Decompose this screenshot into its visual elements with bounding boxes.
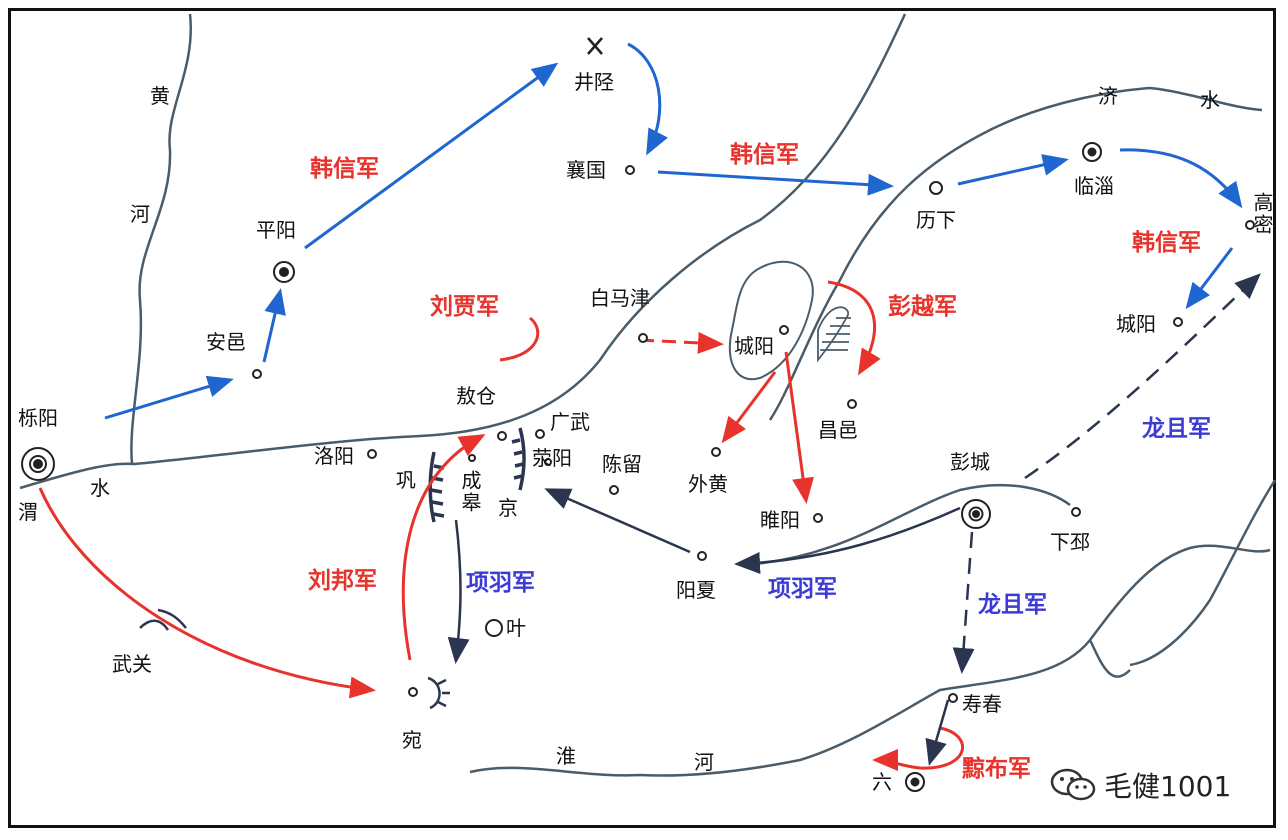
- arrow-qingbu: [872, 726, 965, 772]
- jingxing-cross: [587, 37, 603, 55]
- wan-fort: [427, 676, 450, 710]
- place-changyi: 昌邑: [818, 418, 858, 442]
- place-pingyang: 平阳: [256, 218, 296, 242]
- army-liujia: 刘贾军: [430, 294, 499, 320]
- place-lixia: 历下: [916, 208, 956, 232]
- army-xiangyu-2: 项羽军: [768, 576, 837, 602]
- liujia-crossing: [499, 316, 540, 362]
- place-baimajin: 白马津: [590, 286, 650, 310]
- lake: [728, 260, 814, 381]
- city-markers: [21, 142, 1255, 792]
- place-linzi: 临淄: [1074, 174, 1114, 198]
- red-arrows: [38, 280, 965, 772]
- arrow-shouchun-liu: [925, 699, 950, 766]
- arrow-longju-gaomi: [1024, 273, 1261, 480]
- yellow-river-upper: [130, 13, 193, 465]
- arrow-chengyang-suiyang: [784, 351, 814, 504]
- yellow-river-branch: [768, 86, 1263, 421]
- place-yangxia: 阳夏: [676, 578, 716, 602]
- arrow-gaomi-chengyang: [1185, 247, 1234, 310]
- map-frame: [8, 8, 1276, 828]
- place-wuguan: 武关: [112, 652, 152, 676]
- river-label-shui-west: 水: [90, 476, 110, 500]
- place-guangwu: 广武: [550, 410, 590, 434]
- arrow-pingyang-jingxing: [304, 62, 559, 250]
- river-label-huai: 淮: [556, 744, 576, 768]
- huai-north-bank: [1088, 639, 1131, 678]
- place-gaomi: 高密: [1250, 192, 1274, 236]
- place-chenliu: 陈留: [602, 452, 642, 476]
- east-coast: [1129, 479, 1277, 667]
- place-chengyang-east: 城阳: [1116, 312, 1156, 336]
- place-xiangguo: 襄国: [566, 158, 606, 182]
- river-label-wei: 渭: [18, 500, 38, 524]
- arrow-xiangguo-lixia: [657, 170, 894, 196]
- place-pengcheng: 彭城: [950, 450, 990, 474]
- army-longju-1: 龙且军: [1142, 416, 1211, 442]
- arrow-wei-wan: [38, 487, 376, 699]
- pengcheng-river: [739, 483, 1071, 567]
- arrow-yangxia-xingyang: [544, 488, 691, 554]
- arrow-yueyang-anyi: [104, 375, 234, 420]
- place-xiapi: 下邳: [1050, 530, 1090, 554]
- place-chengyang-mid: 城阳: [734, 334, 774, 358]
- place-shouchun: 寿春: [962, 692, 1002, 716]
- arrow-pengyue: [827, 280, 881, 376]
- army-liubang: 刘邦军: [308, 568, 377, 594]
- watermark: 毛健1001: [1050, 765, 1231, 805]
- watermark-text: 毛健1001: [1104, 770, 1232, 803]
- arrow-lixia-linzi: [957, 154, 1069, 186]
- place-yueyang: 栎阳: [18, 406, 58, 430]
- army-hanxin-2: 韩信军: [730, 142, 799, 168]
- arrow-pengcheng-yangxia: [734, 506, 961, 575]
- place-suiyang: 睢阳: [760, 508, 800, 532]
- arrow-longju-shouchun: [952, 531, 975, 674]
- arrow-liujia: [639, 331, 724, 354]
- place-jingxing: 井陉: [574, 70, 614, 94]
- place-ye: 叶: [506, 616, 526, 640]
- army-qingbu: 黥布军: [962, 756, 1031, 782]
- river-label-ji: 济: [1098, 84, 1118, 108]
- wuguan-pass: [139, 608, 187, 631]
- huai-river: [469, 544, 1271, 777]
- place-wan: 宛: [402, 728, 422, 752]
- army-hanxin-1: 韩信军: [310, 156, 379, 182]
- rivers: [19, 13, 1277, 777]
- dark-arrows: [447, 273, 1261, 766]
- place-waihuang: 外黄: [688, 472, 728, 496]
- place-luoyang: 洛阳: [314, 444, 354, 468]
- river-label-he: 河: [130, 202, 150, 226]
- place-jing: 京: [498, 496, 518, 520]
- arrow-xiangyu-wan: [447, 519, 470, 664]
- marsh: [817, 306, 851, 363]
- wechat-icon: [1050, 768, 1096, 801]
- arrow-linzi-gaomi: [1119, 148, 1243, 209]
- blue-arrows: [104, 42, 1243, 420]
- river-label-shui-east: 水: [1200, 88, 1220, 112]
- army-hanxin-3: 韩信军: [1132, 230, 1201, 256]
- arrow-anyi-pingyang: [262, 288, 286, 363]
- river-label-huai-he: 河: [694, 750, 714, 774]
- army-pengyue: 彭越军: [888, 294, 957, 320]
- place-aocang: 敖仓: [456, 384, 496, 408]
- fortifications: [428, 427, 526, 523]
- arrow-liubang: [401, 434, 486, 661]
- place-chenggao: 成皋: [458, 470, 482, 514]
- arrow-chengyang-waihuang: [721, 371, 777, 444]
- place-liu: 六: [872, 770, 892, 794]
- place-xingyang: 荥阳: [532, 446, 572, 470]
- place-gong: 巩: [396, 468, 416, 492]
- river-label-huang: 黄: [150, 84, 170, 108]
- arrow-jingxing-xiangguo: [627, 42, 668, 156]
- army-xiangyu-1: 项羽军: [466, 570, 535, 596]
- place-anyi: 安邑: [206, 330, 246, 354]
- army-longju-2: 龙且军: [978, 592, 1047, 618]
